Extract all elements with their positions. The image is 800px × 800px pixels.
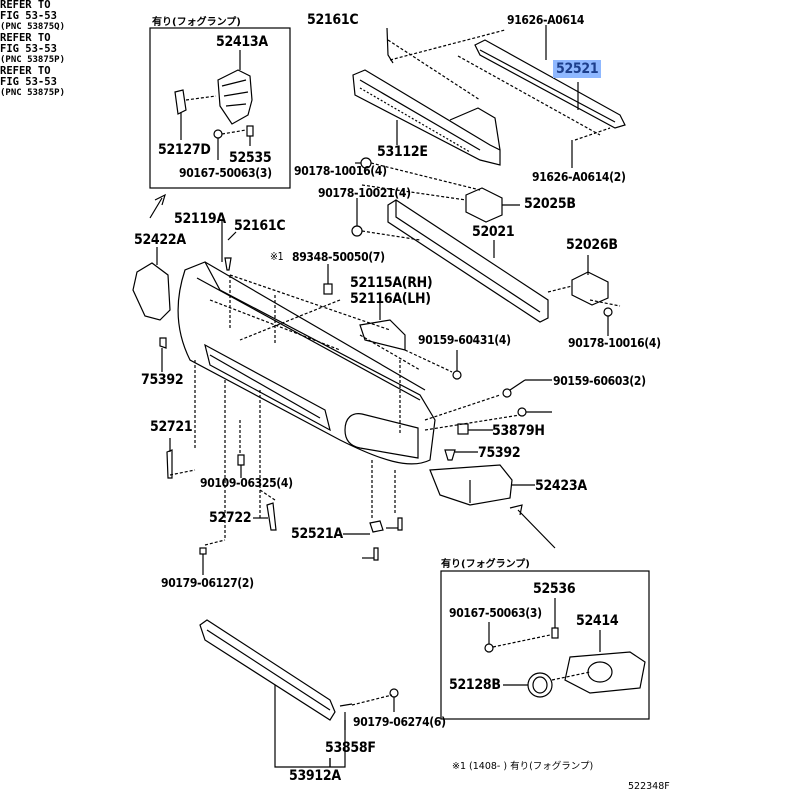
part-53879H-shape — [457, 423, 469, 435]
refer-pnc: (PNC 53875P) — [0, 55, 66, 65]
refer-line: REFER TO — [0, 32, 51, 44]
part-52025B-shape — [361, 184, 520, 223]
part-label-52025B[interactable]: 52025B — [524, 196, 576, 212]
part-label-53912A[interactable]: 53912A — [289, 768, 341, 784]
inset-caption-right: 有り(フォグランプ) — [441, 559, 530, 570]
part-label-91626-A0614-2[interactable]: 91626-A0614(2) — [532, 170, 626, 184]
part-label-52161C[interactable]: 52161C — [234, 218, 286, 234]
part-label-52128B[interactable]: 52128B — [449, 677, 501, 693]
part-52115A-shape — [359, 303, 406, 351]
part-53912A-shape — [199, 619, 346, 768]
part-label-52521A[interactable]: 52521A — [291, 526, 343, 542]
part-label-75392-left[interactable]: 75392 — [141, 372, 184, 388]
inset-caption-left: 有り(フォグランプ) — [152, 17, 241, 28]
footnote: ※1 (1408- ) 有り(フォグランプ) — [452, 761, 594, 772]
view-arrow-left — [149, 193, 166, 219]
inset-frame-left — [149, 27, 291, 189]
part-label-52161C-top[interactable]: 52161C — [307, 12, 359, 28]
part-label-52535[interactable]: 52535 — [229, 150, 272, 166]
refer-fig: FIG 53-53 — [0, 43, 57, 55]
part-52536-shape — [484, 598, 559, 653]
part-52413A-shape — [217, 50, 253, 125]
part-label-90109-06325[interactable]: 90109-06325(4) — [200, 476, 293, 490]
part-label-52423A[interactable]: 52423A — [535, 478, 587, 494]
part-label-90179-06274[interactable]: 90179-06274(6) — [353, 715, 446, 729]
part-52414-shape — [564, 630, 646, 694]
part-label-52536[interactable]: 52536 — [533, 581, 576, 597]
nut-90178-10021 — [351, 225, 363, 237]
part-label-52127D[interactable]: 52127D — [158, 142, 211, 158]
part-52021-shape — [387, 199, 549, 323]
part-label-52119A[interactable]: 52119A — [174, 211, 226, 227]
refer-note-53875P-a[interactable]: REFER TO FIG 53-53 (PNC 53875P) — [0, 33, 800, 66]
part-52521-shape — [457, 25, 626, 168]
part-52161C-shape — [224, 231, 237, 271]
part-label-52413A[interactable]: 52413A — [216, 34, 268, 50]
part-label-90178-10021[interactable]: 90178-10021(4) — [318, 186, 411, 200]
refer-note-53875P-b[interactable]: REFER TO FIG 53-53 (PNC 53875P) — [0, 66, 800, 99]
refer-line: REFER TO — [0, 65, 51, 77]
part-label-52721[interactable]: 52721 — [150, 419, 193, 435]
part-53112E-shape — [352, 27, 506, 166]
part-label-53879H[interactable]: 53879H — [492, 423, 545, 439]
part-label-75392-right[interactable]: 75392 — [478, 445, 521, 461]
part-label-52521[interactable]: 52521 — [553, 60, 602, 78]
highlighted-part-number[interactable]: 52521 — [553, 60, 602, 78]
refer-line: REFER TO — [0, 0, 51, 11]
part-52535-shape — [213, 125, 254, 160]
refer-pnc: (PNC 53875P) — [0, 88, 66, 98]
part-label-90179-06127[interactable]: 90179-06127(2) — [161, 576, 254, 590]
part-label-52026B[interactable]: 52026B — [566, 237, 618, 253]
part-label-52116A[interactable]: 52116A(LH) — [350, 291, 431, 307]
part-label-52115A[interactable]: 52115A(RH) — [350, 275, 433, 291]
part-label-90159-60603[interactable]: 90159-60603(2) — [553, 374, 646, 388]
figure-id: 522348F — [628, 781, 670, 792]
inset-frame-right — [440, 570, 650, 720]
part-label-90178-10016-a[interactable]: 90178-10016(4) — [294, 164, 387, 178]
refer-fig: FIG 53-53 — [0, 76, 57, 88]
view-arrow-right — [509, 504, 556, 549]
part-label-89348-50050[interactable]: 89348-50050(7) — [292, 250, 385, 264]
part-label-91626-A0614[interactable]: 91626-A0614 — [507, 13, 585, 27]
part-52119A-shape — [177, 220, 436, 465]
part-label-90159-60431[interactable]: 90159-60431(4) — [418, 333, 511, 347]
part-label-90167-50063-a[interactable]: 90167-50063(3) — [179, 166, 272, 180]
part-label-90178-10016-b[interactable]: 90178-10016(4) — [568, 336, 661, 350]
refer-note-53875Q[interactable]: REFER TO FIG 53-53 (PNC 53875Q) — [0, 0, 800, 33]
part-52026B-shape — [547, 255, 621, 336]
part-label-53112E[interactable]: 53112E — [377, 144, 428, 160]
part-52128B-shape — [503, 671, 591, 698]
refer-pnc: (PNC 53875Q) — [0, 22, 66, 32]
part-label-52722[interactable]: 52722 — [209, 510, 252, 526]
part-label-53858F[interactable]: 53858F — [325, 740, 376, 756]
refer-fig: FIG 53-53 — [0, 10, 57, 22]
part-53858F-shape — [339, 703, 353, 707]
part-52423A-shape — [429, 464, 535, 506]
part-label-52414[interactable]: 52414 — [576, 613, 619, 629]
footnote-mark-1: ※1 — [270, 251, 284, 263]
part-52127D-shape — [174, 89, 217, 140]
part-89348-shape — [323, 264, 333, 295]
part-52422A-shape — [132, 247, 171, 321]
nut-90159-60431 — [452, 370, 462, 380]
part-label-52422A[interactable]: 52422A — [134, 232, 186, 248]
part-label-90167-50063-b[interactable]: 90167-50063(3) — [449, 606, 542, 620]
part-label-52021[interactable]: 52021 — [472, 224, 515, 240]
